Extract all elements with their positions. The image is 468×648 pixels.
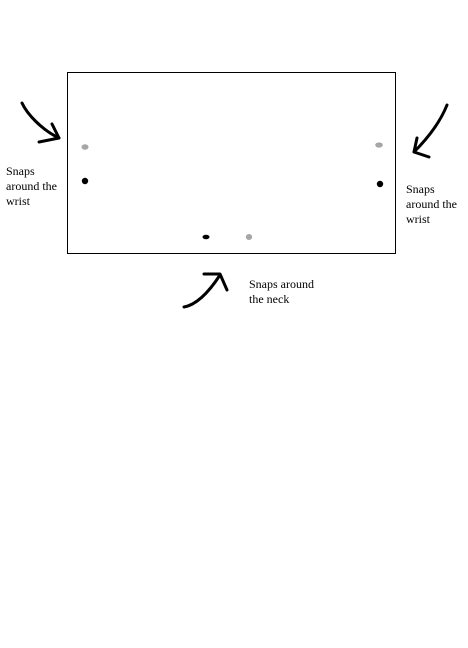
snap-right-light (375, 142, 383, 148)
label-left-line-2: around the (6, 179, 57, 193)
label-neck: Snaps around the neck (249, 277, 314, 307)
snap-right-dark (376, 180, 384, 188)
snap-left-dark (81, 177, 89, 185)
label-right-line-1: Snaps (406, 182, 435, 196)
snap-neck-light (245, 234, 253, 240)
label-left-line-3: wrist (6, 194, 30, 208)
label-left-line-1: Snaps (6, 164, 35, 178)
label-neck-line-1: Snaps around (249, 277, 314, 291)
label-right-wrist: Snaps around the wrist (406, 182, 457, 227)
label-right-line-3: wrist (406, 212, 430, 226)
snap-neck-dark (202, 234, 210, 240)
label-left-wrist: Snaps around the wrist (6, 164, 57, 209)
fabric-rectangle (67, 72, 396, 254)
arrow-right-icon (412, 103, 449, 159)
label-neck-line-2: the neck (249, 292, 290, 306)
arrow-left-icon (20, 101, 61, 144)
snap-left-light (81, 144, 89, 150)
arrow-neck-icon (182, 272, 229, 309)
label-right-line-2: around the (406, 197, 457, 211)
